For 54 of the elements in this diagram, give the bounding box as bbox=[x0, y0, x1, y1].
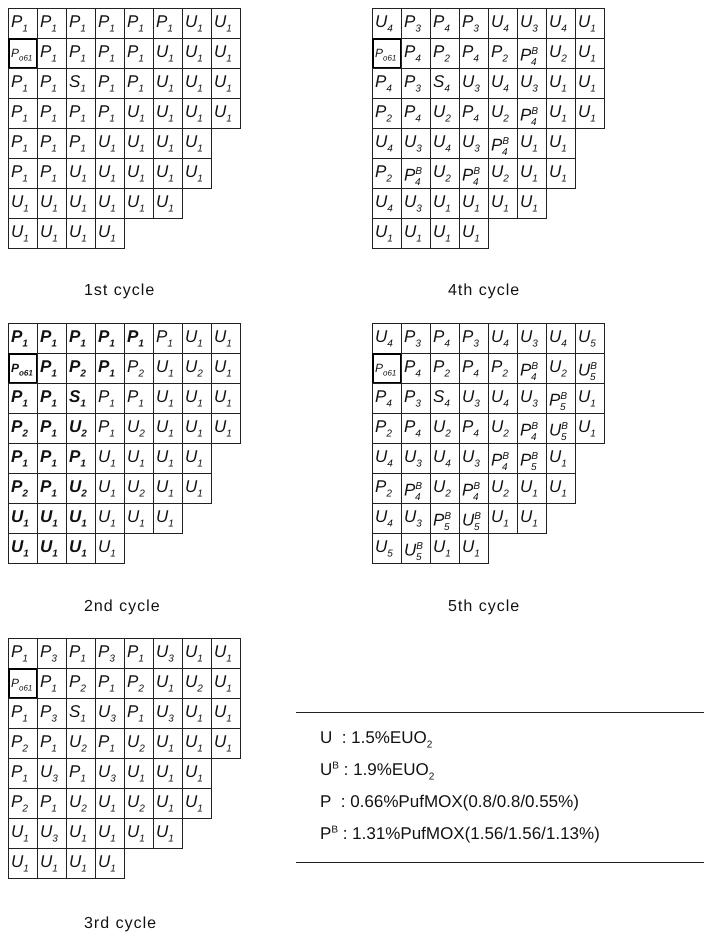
core-map-cell: U$_{1}$ bbox=[95, 218, 125, 249]
core-map-cell: P$_{1}$ bbox=[8, 638, 38, 669]
grid-caption: 5th cycle bbox=[448, 598, 520, 616]
core-map-cell: U$_{1}$ bbox=[517, 188, 547, 219]
core-map-cell: U$_{1}$ bbox=[153, 503, 183, 534]
core-map-cell: U$_{1}$ bbox=[459, 218, 489, 249]
grid-caption: 1st cycle bbox=[84, 282, 156, 300]
core-map-cell: U$_{1}$ bbox=[8, 218, 38, 249]
core-map-cell: U$_{1}$ bbox=[182, 158, 212, 189]
core-map-cell: U$_{1}$ bbox=[211, 413, 241, 444]
core-map-cell: P$_{o61}$ bbox=[372, 353, 402, 384]
core-map-cell: U$_{1}$ bbox=[575, 8, 605, 39]
core-map-cell: U$_{1}$ bbox=[95, 533, 125, 564]
core-map-cell: U$_{4}$ bbox=[372, 323, 402, 354]
legend-text: P$^{B}$ : 1.31%PufMOX(1.56/1.56/1.13%) bbox=[320, 824, 600, 844]
core-map-cell: U$_{5}$ bbox=[372, 533, 402, 564]
core-map-cell: U$_{1}$ bbox=[153, 818, 183, 849]
core-map-cell: U$_{1}$ bbox=[8, 848, 38, 879]
core-map-cell: U$_{1}$ bbox=[8, 533, 38, 564]
core-map-cell: U$_{1}$ bbox=[546, 158, 576, 189]
core-map-cell: P$_{4}$ bbox=[372, 68, 402, 99]
legend-text: U : 1.5%EUO$_{2}$ bbox=[320, 728, 432, 750]
core-map-cell: P$_{o61}$ bbox=[8, 38, 38, 69]
grid-caption: 3rd cycle bbox=[84, 915, 158, 933]
core-map-cell: U$_{1}$ bbox=[575, 98, 605, 129]
core-map-cell: U$_{5}$ bbox=[575, 323, 605, 354]
core-map-cell: P$_{4}$ bbox=[372, 383, 402, 414]
core-map-cell: U$_{1}$ bbox=[459, 533, 489, 564]
core-map-cell: P$_{o61}$ bbox=[372, 38, 402, 69]
core-map-cell: U$_{1}$ bbox=[372, 218, 402, 249]
core-map-cell: U$_{1}$ bbox=[546, 473, 576, 504]
core-map-cell: U$_{1}$ bbox=[211, 728, 241, 759]
core-map-cell: P$_{1}$ bbox=[8, 8, 38, 39]
core-map-cell: P$_{1}$ bbox=[8, 323, 38, 354]
core-map-cell: U$_{1}$ bbox=[153, 188, 183, 219]
core-map-cell: U$_{4}$ bbox=[372, 8, 402, 39]
core-map-cell: U$_{1}$ bbox=[211, 8, 241, 39]
core-map-cell: U$_{1}$ bbox=[182, 473, 212, 504]
grid-caption: 2nd cycle bbox=[84, 598, 161, 616]
core-map-cell: P$_{o61}$ bbox=[8, 353, 38, 384]
core-map-cell: U$_{1}$ bbox=[211, 98, 241, 129]
grid-caption: 4th cycle bbox=[448, 282, 520, 300]
core-map-cell: U$_{1}$ bbox=[211, 323, 241, 354]
core-map-cell: P$_{1}$ bbox=[8, 698, 38, 729]
core-map-cell: P$_{o61}$ bbox=[8, 668, 38, 699]
legend-text: U$^{B}$ : 1.9%EUO$_{2}$ bbox=[320, 760, 434, 782]
core-map-cell: U$_{1}$ bbox=[95, 848, 125, 879]
core-map-cell: U$_{1}$ bbox=[211, 638, 241, 669]
core-map-cell: P$_{1}$ bbox=[8, 68, 38, 99]
core-map-cell: P$_{1}$ bbox=[8, 383, 38, 414]
legend-text: P : 0.66%PufMOX(0.8/0.8/0.55%) bbox=[320, 792, 579, 812]
core-map-cell: U$_{1}$ bbox=[575, 413, 605, 444]
core-map-cell: U$_{1}$ bbox=[182, 788, 212, 819]
core-map-cell: U$_{1}$ bbox=[517, 503, 547, 534]
